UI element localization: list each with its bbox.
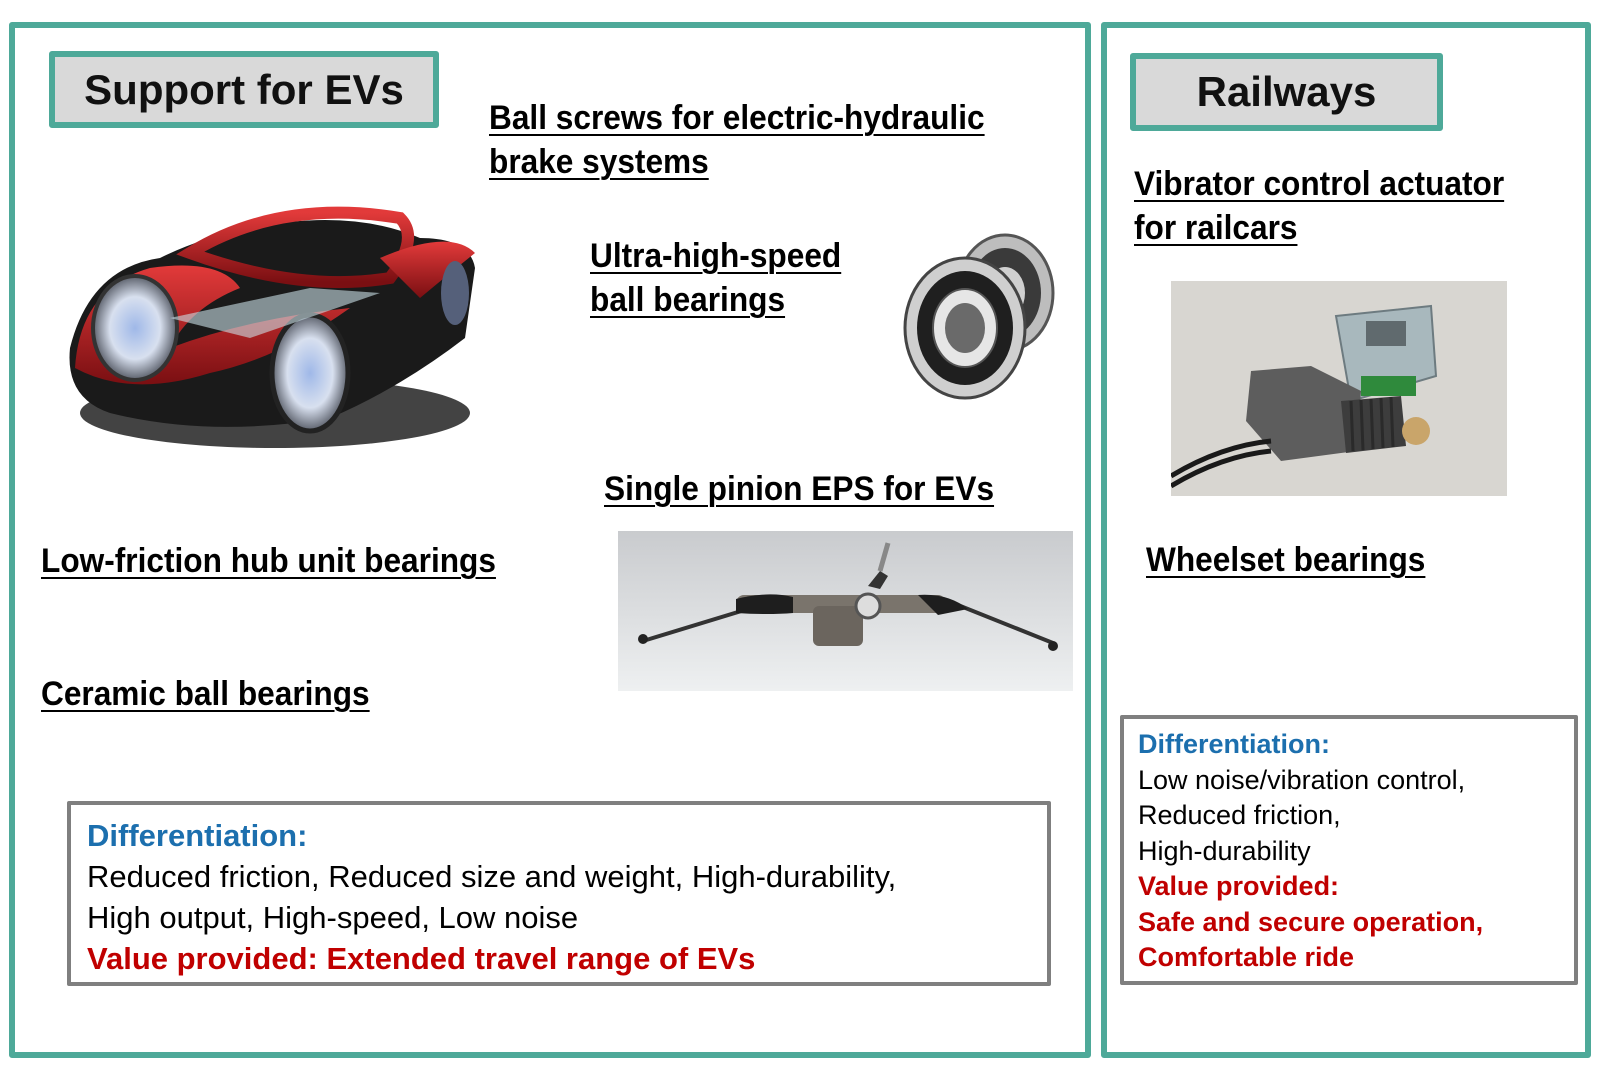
value-provided-line: Safe and secure operation, <box>1138 906 1484 937</box>
differentiation-line: High-durability <box>1138 835 1311 866</box>
differentiation-line: Reduced friction, Reduced size and weigh… <box>87 859 897 894</box>
differentiation-line: Low noise/vibration control, <box>1138 764 1466 795</box>
single-pinion-eps-label: Single pinion EPS for EVs <box>604 470 995 508</box>
differentiation-line: High output, High-speed, Low noise <box>87 900 579 935</box>
low-friction-hub-bearings-label: Low-friction hub unit bearings <box>41 542 496 580</box>
ev-support-panel: Support for EVs Ball screws for elect <box>9 22 1091 1058</box>
vibrator-control-actuator-label: Vibrator control actuator for railcars <box>1134 165 1505 247</box>
railways-differentiation-box: Differentiation: Low noise/vibration con… <box>1120 715 1578 985</box>
steering-rack-image <box>618 531 1073 691</box>
ev-panel-title: Support for EVs <box>49 51 439 128</box>
differentiation-heading: Differentiation: <box>1138 729 1330 759</box>
ceramic-ball-bearings-label: Ceramic ball bearings <box>41 675 370 713</box>
railways-panel: Railways Vibrator control actuator for r… <box>1101 22 1591 1058</box>
ball-bearing-image <box>895 223 1065 403</box>
ultra-high-speed-bearings-label: Ultra-high-speed ball bearings <box>590 237 842 319</box>
ev-concept-car-image <box>50 198 480 458</box>
ball-screws-label: Ball screws for electric-hydraulic brake… <box>489 99 985 181</box>
differentiation-line: Reduced friction, <box>1138 800 1341 830</box>
actuator-image <box>1169 281 1507 496</box>
value-provided: Value provided: Extended travel range of… <box>87 941 756 976</box>
railways-panel-title: Railways <box>1130 53 1443 131</box>
value-provided-line: Comfortable ride <box>1138 942 1355 972</box>
value-provided-heading: Value provided: <box>1138 871 1340 901</box>
wheelset-bearings-label: Wheelset bearings <box>1146 541 1426 579</box>
ev-differentiation-box: Differentiation: Reduced friction, Reduc… <box>67 801 1051 986</box>
differentiation-heading: Differentiation: <box>87 818 308 853</box>
